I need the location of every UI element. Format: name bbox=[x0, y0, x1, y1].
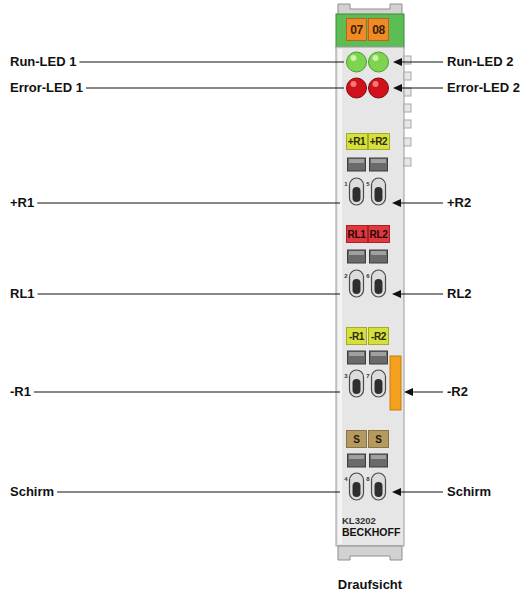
leader-line bbox=[399, 294, 443, 295]
label-text: KL3202 bbox=[342, 515, 376, 526]
label-text: Run-LED 2 bbox=[447, 54, 513, 69]
type-label: KL3202 bbox=[342, 516, 376, 526]
label-text: Run-LED 1 bbox=[10, 54, 76, 69]
callout-label: -R1 bbox=[10, 385, 31, 399]
run-leds bbox=[347, 52, 389, 72]
label-text: Error-LED 2 bbox=[447, 80, 520, 95]
label-text: RL1 bbox=[10, 286, 35, 301]
terminal-marking: RL1 bbox=[346, 225, 368, 243]
pin-number: 6 bbox=[366, 273, 369, 280]
leader-line bbox=[37, 203, 340, 204]
terminal-marking: S bbox=[368, 430, 389, 448]
bottom-clip bbox=[338, 546, 402, 560]
leader-line bbox=[79, 62, 344, 63]
callout-label: Error-LED 1 bbox=[10, 81, 83, 95]
pin-number: 1 bbox=[344, 181, 347, 188]
terminal-marking: -R1 bbox=[346, 327, 367, 345]
terminal-marking: 08 bbox=[368, 18, 389, 41]
leader-arrowhead bbox=[404, 388, 413, 396]
label-text: -R1 bbox=[10, 384, 31, 399]
terminal-marking: +R1 bbox=[346, 133, 368, 150]
leader-line bbox=[38, 294, 340, 295]
callout-label: Run-LED 1 bbox=[10, 55, 76, 69]
label-text: 1 bbox=[344, 181, 347, 187]
leader-arrowhead bbox=[392, 199, 401, 207]
terminal-marking: -R2 bbox=[368, 327, 389, 345]
terminal-marking: RL2 bbox=[368, 225, 390, 243]
marking-text: -R2 bbox=[371, 331, 386, 342]
error-leds bbox=[347, 78, 389, 98]
leader-line bbox=[411, 392, 443, 393]
leader-line bbox=[400, 88, 443, 89]
top-clip bbox=[338, 4, 402, 15]
pin-number: 4 bbox=[344, 476, 347, 483]
terminal-marking: 07 bbox=[346, 18, 367, 41]
callout-label: Schirm bbox=[447, 485, 491, 499]
label-text: 3 bbox=[344, 373, 347, 379]
orange-tab bbox=[390, 356, 401, 410]
pin-number: 3 bbox=[344, 373, 347, 380]
marking-text: 07 bbox=[350, 23, 363, 37]
terminal-marking: S bbox=[346, 430, 367, 448]
label-text: Error-LED 1 bbox=[10, 80, 83, 95]
callout-label: +R1 bbox=[10, 196, 34, 210]
brand-label: BECKHOFF bbox=[342, 527, 400, 539]
callout-label: RL2 bbox=[447, 287, 472, 301]
leader-line bbox=[399, 492, 443, 493]
label-text: 6 bbox=[366, 273, 369, 279]
pin-number: 2 bbox=[344, 273, 347, 280]
callout-label: -R2 bbox=[447, 385, 468, 399]
leader-arrowhead bbox=[393, 58, 402, 66]
pin-number: 7 bbox=[366, 373, 369, 380]
label-text: Schirm bbox=[447, 484, 491, 499]
marking-text: +R2 bbox=[370, 136, 388, 147]
button-highlights bbox=[349, 159, 386, 459]
leader-line bbox=[399, 203, 443, 204]
label-text: BECKHOFF bbox=[342, 526, 400, 538]
pin-number: 8 bbox=[366, 476, 369, 483]
leader-arrowhead bbox=[393, 84, 402, 92]
top-connector bbox=[336, 14, 404, 48]
leader-arrowhead bbox=[392, 488, 401, 496]
leader-line bbox=[57, 492, 340, 493]
marking-text: +R1 bbox=[348, 136, 366, 147]
marking-text: -R1 bbox=[349, 331, 364, 342]
housing-highlight bbox=[338, 49, 342, 544]
callout-label: Error-LED 2 bbox=[447, 81, 520, 95]
callout-label: +R2 bbox=[447, 196, 471, 210]
callout-label: Run-LED 2 bbox=[447, 55, 513, 69]
marking-text: 08 bbox=[372, 23, 385, 37]
label-text: Schirm bbox=[10, 484, 54, 499]
label-text: 5 bbox=[366, 181, 369, 187]
pin-number: 5 bbox=[366, 181, 369, 188]
caption-text: Draufsicht bbox=[338, 577, 402, 592]
leader-line bbox=[86, 88, 344, 89]
terminal-housing bbox=[336, 47, 404, 546]
label-text: 4 bbox=[344, 476, 347, 482]
label-text: +R1 bbox=[10, 195, 34, 210]
leader-arrowhead bbox=[392, 290, 401, 298]
label-text: RL2 bbox=[447, 286, 472, 301]
release-buttons bbox=[348, 158, 388, 467]
side-tabs bbox=[404, 56, 411, 166]
label-text: +R2 bbox=[447, 195, 471, 210]
marking-text: RL1 bbox=[348, 229, 366, 240]
marking-text: RL2 bbox=[370, 229, 388, 240]
callout-label: RL1 bbox=[10, 287, 35, 301]
caption: Draufsicht bbox=[338, 578, 402, 592]
leader-line bbox=[34, 392, 340, 393]
marking-text: S bbox=[375, 434, 381, 445]
label-text: 8 bbox=[366, 476, 369, 482]
terminal-marking: +R2 bbox=[368, 133, 390, 150]
label-text: 7 bbox=[366, 373, 369, 379]
label-text: 2 bbox=[344, 273, 347, 279]
leader-line bbox=[400, 62, 443, 63]
marking-text: S bbox=[353, 434, 359, 445]
callout-label: Schirm bbox=[10, 485, 54, 499]
label-text: -R2 bbox=[447, 384, 468, 399]
